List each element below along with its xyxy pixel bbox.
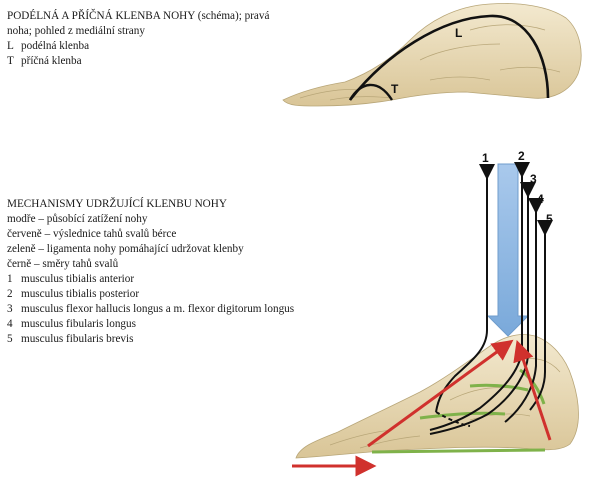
arrow-label-5: 5 [546,212,553,226]
muscle-name: musculus tibialis posterior [21,288,140,300]
resultant-arrow-front [367,339,514,448]
transverse-arch-line [348,83,394,101]
mechanism-legend-title: MECHANISMY UDRŽUJÍCÍ KLENBU NOHY [7,198,227,210]
muscle-name: musculus tibialis anterior [21,273,135,285]
arch-legend-subtitle: noha; pohled z mediální strany [7,25,145,37]
muscle-item: 4 musculus fibularis longus [7,317,294,332]
color-key-black: černě – směry tahů svalů [7,258,119,270]
muscle-num: 2 [7,288,13,300]
mechanism-legend: MECHANISMY UDRŽUJÍCÍ KLENBU NOHY modře –… [7,197,294,347]
muscle-item: 2 musculus tibialis posterior [7,287,294,302]
muscle-num: 5 [7,333,13,345]
muscle-num: 3 [7,303,13,315]
color-key-blue: modře – působící zatížení nohy [7,213,148,225]
arch-legend-text: příčná klenba [21,55,82,67]
longitudinal-arch-line [348,14,550,101]
muscle-name: musculus fibularis longus [21,318,136,330]
tendon-1 [435,164,495,413]
arch-legend-key: T [7,55,14,67]
arch-legend-text: podélná klenba [21,40,90,52]
arch-legend-key: L [7,40,14,52]
muscle-name: musculus fibularis brevis [21,333,134,345]
arrow-labels: 1 2 3 4 5 [482,149,553,226]
arrow-label-4: 4 [537,192,544,206]
muscle-num: 4 [7,318,13,330]
tendon-5 [529,220,553,411]
tendon-4 [504,198,544,423]
arrow-label-3: 3 [530,172,537,186]
label-l: L [455,26,462,40]
arrow-label-1: 1 [482,151,489,165]
muscle-resultants [292,339,552,477]
resultant-arrow-back [513,340,552,441]
muscle-name: musculus flexor hallucis longus a m. fle… [21,303,295,315]
tendon-dashed [435,411,471,427]
arch-legend-title: PODÉLNÁ A PŘÍČNÁ KLENBA NOHY (schéma); p… [7,10,270,22]
muscle-item: 3 musculus flexor hallucis longus a m. fl… [7,302,294,317]
label-t: T [391,82,399,96]
muscle-item: 1 musculus tibialis anterior [7,272,294,287]
color-key-red: červeně – výslednice tahů svalů bérce [7,228,177,240]
load-arrow [486,163,530,337]
arch-legend: PODÉLNÁ A PŘÍČNÁ KLENBA NOHY (schéma); p… [7,9,269,69]
muscle-num: 1 [7,273,13,285]
muscle-item: 5 musculus fibularis brevis [7,332,294,347]
foot-skeleton-top: L T [282,3,582,107]
color-key-green: zeleně – ligamenta nohy pomáhající udržo… [7,243,244,255]
arrow-label-2: 2 [518,149,525,163]
